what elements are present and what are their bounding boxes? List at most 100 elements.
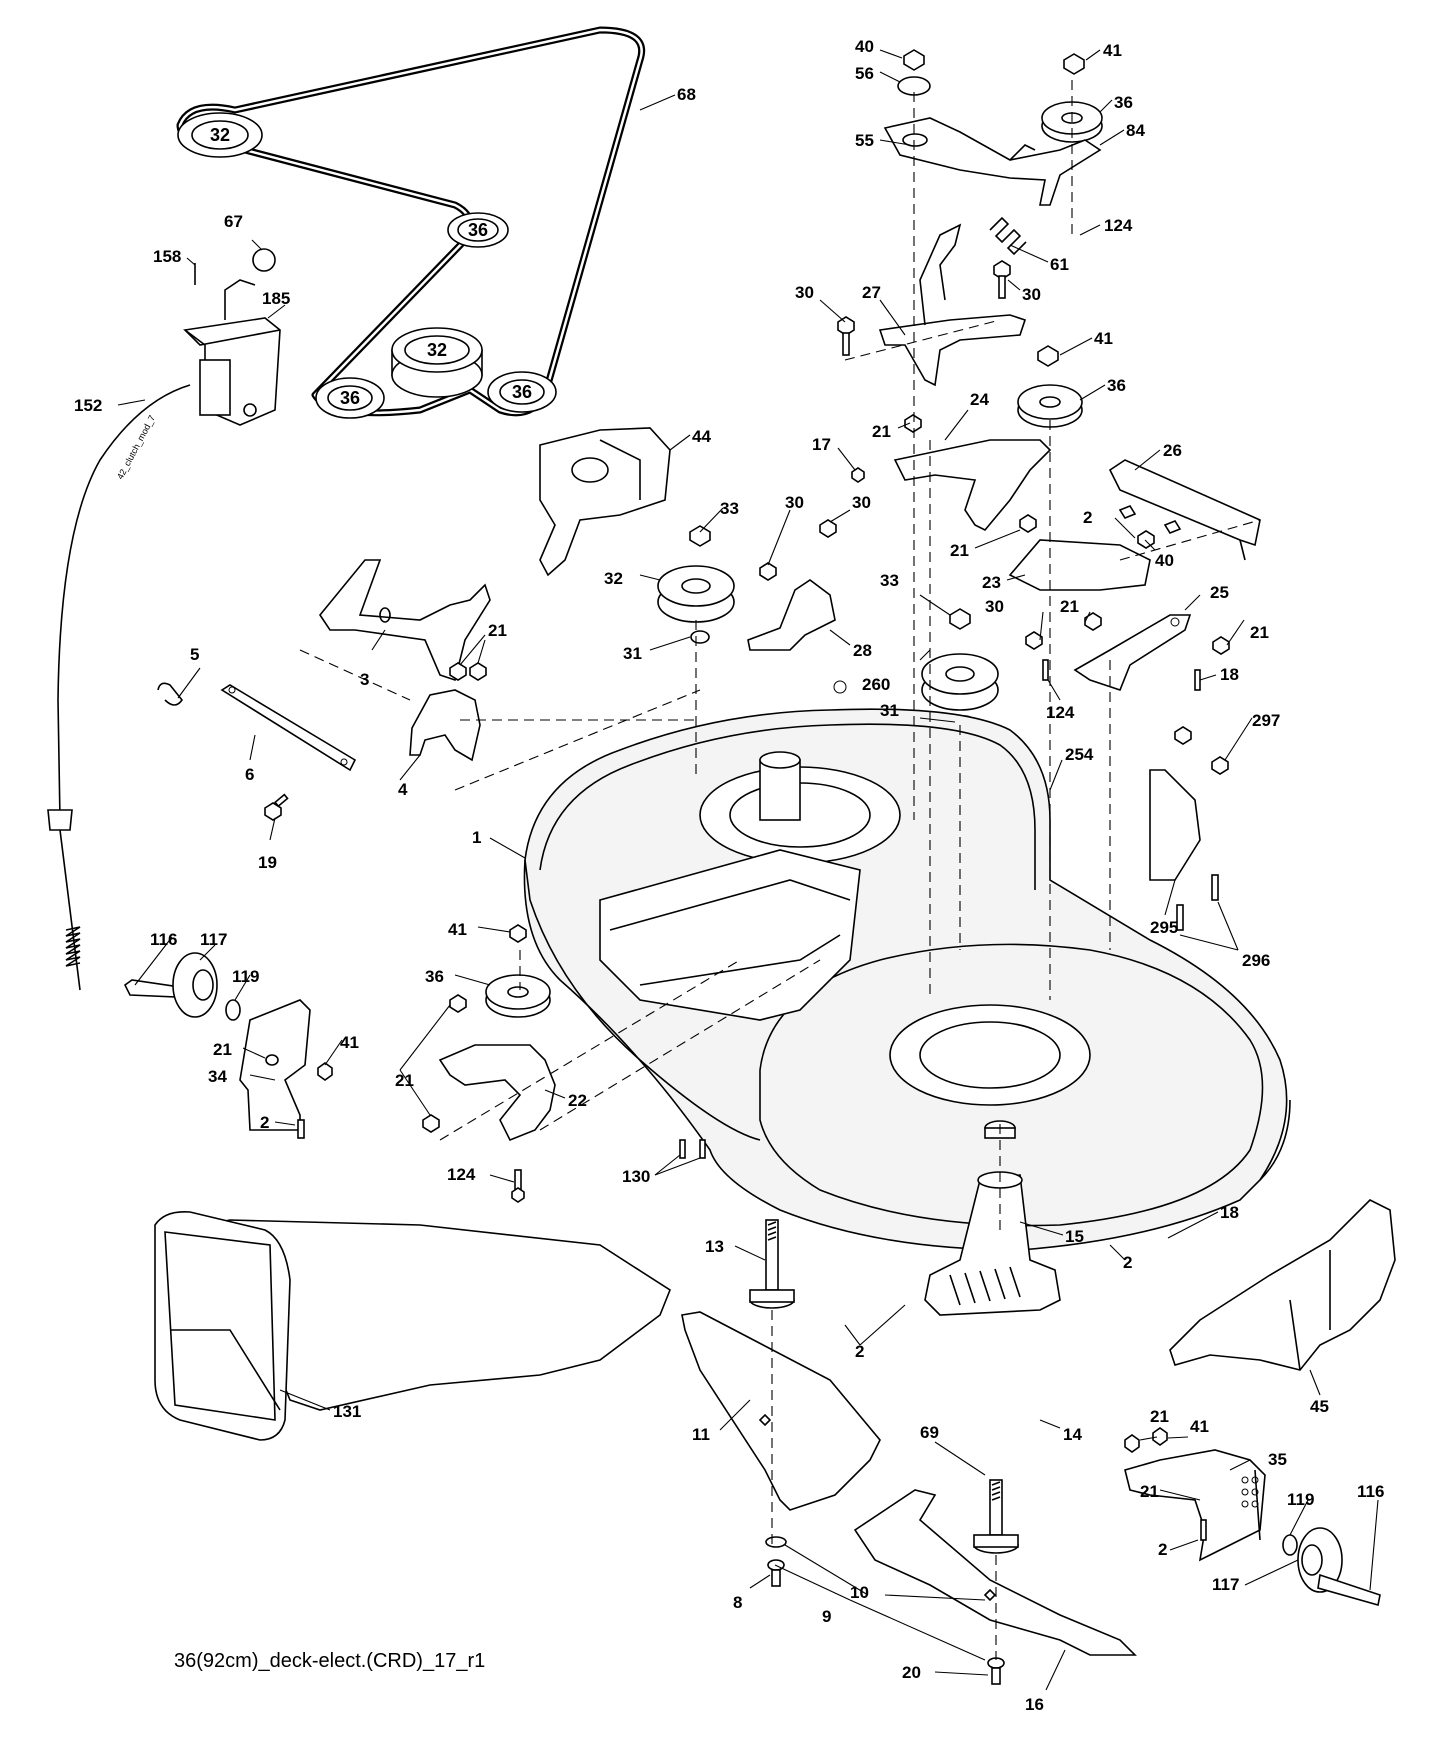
callout-152: 152 — [74, 396, 102, 415]
bracket-26 — [1108, 459, 1261, 561]
callout-31: 31 — [880, 701, 899, 720]
callout-69: 69 — [920, 1423, 939, 1442]
callout-36: 36 — [1114, 93, 1133, 112]
callout-24: 24 — [970, 390, 989, 409]
callout-36: 36 — [425, 967, 444, 986]
bracket-25 — [1073, 612, 1230, 691]
callout-9: 9 — [822, 1607, 831, 1626]
callout-18: 18 — [1220, 665, 1239, 684]
callout-45: 45 — [1310, 1397, 1329, 1416]
pulley-36-bottom-left: 36 — [315, 377, 385, 419]
svg-text:36: 36 — [468, 220, 488, 240]
callout-21: 21 — [1140, 1482, 1159, 1501]
svg-text:32: 32 — [427, 340, 447, 360]
knob-67 — [252, 248, 276, 272]
callout-22: 22 — [568, 1091, 587, 1110]
callout-41: 41 — [1103, 41, 1122, 60]
pulley-36-right: 36 — [447, 212, 509, 248]
cable-spring — [65, 926, 81, 967]
callout-296: 296 — [1242, 951, 1270, 970]
callout-119: 119 — [1287, 1490, 1314, 1509]
callout-26: 26 — [1163, 441, 1182, 460]
callout-10: 10 — [850, 1583, 869, 1602]
callout-55: 55 — [855, 131, 874, 150]
callout-30: 30 — [985, 597, 1004, 616]
callout-1: 1 — [472, 828, 481, 847]
callout-68: 68 — [677, 85, 696, 104]
svg-text:42_clutch_mod_7: 42_clutch_mod_7 — [115, 413, 157, 480]
left-spindle-blade — [681, 1219, 881, 1587]
bracket-22-assembly — [422, 924, 706, 1203]
callout-2: 2 — [1123, 1253, 1132, 1272]
callout-40: 40 — [855, 37, 874, 56]
callout-31: 31 — [623, 644, 642, 663]
callout-21: 21 — [950, 541, 969, 560]
discharge-chute-131 — [154, 1210, 671, 1441]
callout-labels: 40 41 56 36 84 55 124 61 30 27 30 41 36 … — [74, 37, 1384, 1714]
callout-4: 4 — [398, 780, 408, 799]
callout-8: 8 — [733, 1593, 742, 1612]
clutch-switch-assembly: 42_clutch_mod_7 — [47, 248, 281, 991]
callout-17: 17 — [812, 435, 831, 454]
left-brackets — [157, 559, 491, 821]
diagram-caption: 36(92cm)_deck-elect.(CRD)_17_r1 — [174, 1650, 486, 1672]
pulley-32-center — [657, 519, 837, 651]
callout-21: 21 — [213, 1040, 232, 1059]
callout-56: 56 — [855, 64, 874, 83]
callout-34: 34 — [208, 1067, 227, 1086]
callout-84: 84 — [1126, 121, 1145, 140]
callout-119: 119 — [232, 967, 259, 986]
callout-116: 116 — [150, 930, 177, 949]
callout-41: 41 — [448, 920, 467, 939]
callout-185: 185 — [262, 289, 290, 308]
callout-41: 41 — [1094, 329, 1113, 348]
callout-27: 27 — [862, 283, 881, 302]
callout-2: 2 — [260, 1113, 269, 1132]
callout-124: 124 — [1046, 703, 1075, 722]
callout-295: 295 — [1150, 918, 1178, 937]
callout-5: 5 — [190, 645, 199, 664]
right-deck-wheel-assembly — [1124, 1427, 1381, 1607]
callout-2: 2 — [855, 1342, 864, 1361]
callout-2: 2 — [1158, 1540, 1167, 1559]
callout-19: 19 — [258, 853, 277, 872]
mower-deck — [523, 708, 1291, 1251]
callout-11: 11 — [692, 1425, 710, 1444]
callout-67: 67 — [224, 212, 243, 231]
guard-45 — [1169, 1199, 1396, 1371]
callout-21: 21 — [1060, 597, 1079, 616]
guard-44 — [539, 427, 671, 577]
assembly-lines — [299, 80, 1261, 1660]
callout-23: 23 — [982, 573, 1001, 592]
callout-21: 21 — [1250, 623, 1269, 642]
callout-20: 20 — [902, 1663, 921, 1682]
callout-117: 117 — [1212, 1575, 1239, 1594]
pulley-36-bottom-right: 36 — [487, 371, 557, 413]
pulley-32-mid: 32 — [391, 327, 483, 398]
leader-lines — [117, 49, 1379, 1691]
pulley-32-top: 32 — [177, 112, 263, 158]
callout-30: 30 — [1022, 285, 1041, 304]
callout-21: 21 — [872, 422, 891, 441]
right-spindle-blade — [853, 1479, 1137, 1685]
callout-124: 124 — [1104, 216, 1133, 235]
callout-44: 44 — [692, 427, 711, 446]
callout-2: 2 — [1083, 508, 1092, 527]
drive-belt-assembly: 32 36 32 36 36 — [176, 26, 645, 419]
callout-30: 30 — [785, 493, 804, 512]
callout-61: 61 — [1050, 255, 1069, 274]
callout-30: 30 — [795, 283, 814, 302]
callout-6: 6 — [245, 765, 254, 784]
idler-bracket-assembly — [837, 49, 1151, 591]
callout-16: 16 — [1025, 1695, 1044, 1714]
callout-21: 21 — [395, 1071, 414, 1090]
callout-254: 254 — [1065, 745, 1094, 764]
left-deck-wheel-assembly — [123, 952, 333, 1139]
callout-32: 32 — [604, 569, 623, 588]
callout-116: 116 — [1357, 1482, 1384, 1501]
callout-28: 28 — [853, 641, 872, 660]
callout-297: 297 — [1252, 711, 1280, 730]
callout-158: 158 — [153, 247, 181, 266]
callout-21: 21 — [1150, 1407, 1169, 1426]
